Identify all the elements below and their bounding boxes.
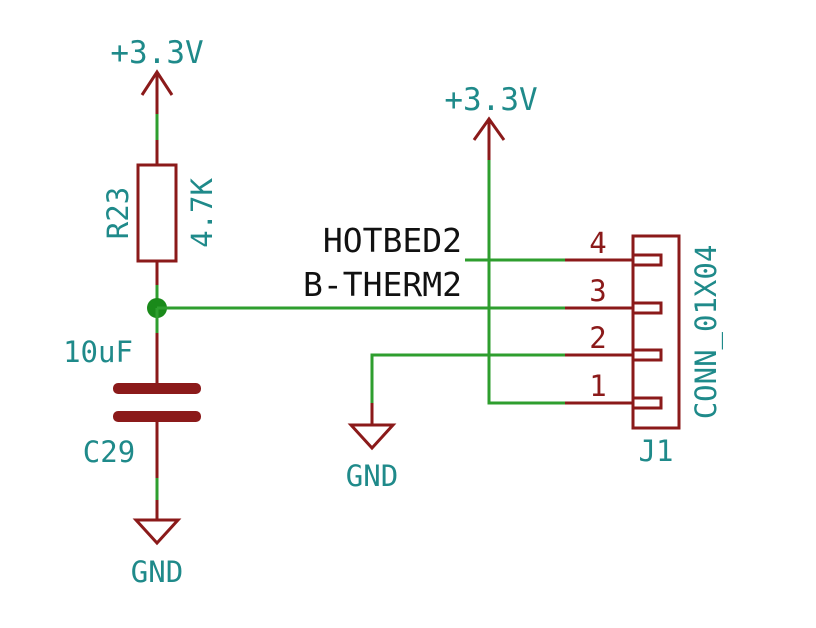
ground-symbol-bottom: GND — [131, 500, 183, 589]
pin-number-4: 4 — [589, 226, 606, 260]
vcc-left-label: +3.3V — [110, 35, 203, 71]
pin-number-1: 1 — [589, 369, 606, 403]
c29-ref: C29 — [83, 435, 135, 469]
connector-j1: 4 3 2 1 J1 CONN_01X04 — [565, 226, 724, 468]
j1-ref: J1 — [639, 434, 674, 468]
wire-vcc-to-pin1 — [487, 160, 565, 405]
pin-number-2: 2 — [589, 321, 606, 355]
wire-gnd-to-pin2 — [370, 353, 565, 403]
gnd-bottom-label: GND — [131, 555, 183, 589]
gnd-mid-label: GND — [346, 459, 398, 493]
resistor-r23: R23 4.7K — [101, 140, 219, 285]
capacitor-c29: 10uF C29 — [63, 333, 201, 478]
ground-symbol-mid: GND — [346, 403, 398, 493]
r23-value: 4.7K — [185, 178, 219, 248]
pin-number-3: 3 — [589, 274, 606, 308]
r23-ref: R23 — [101, 187, 135, 239]
c29-value: 10uF — [63, 335, 133, 369]
net-label-hotbed2: HOTBED2 — [323, 221, 462, 260]
power-symbol-vcc-left: +3.3V — [110, 35, 204, 114]
power-symbol-vcc-mid: +3.3V — [444, 82, 538, 160]
vcc-mid-label: +3.3V — [444, 82, 537, 118]
j1-value: CONN_01X04 — [689, 245, 724, 420]
net-label-btherm2: B-THERM2 — [303, 265, 462, 304]
